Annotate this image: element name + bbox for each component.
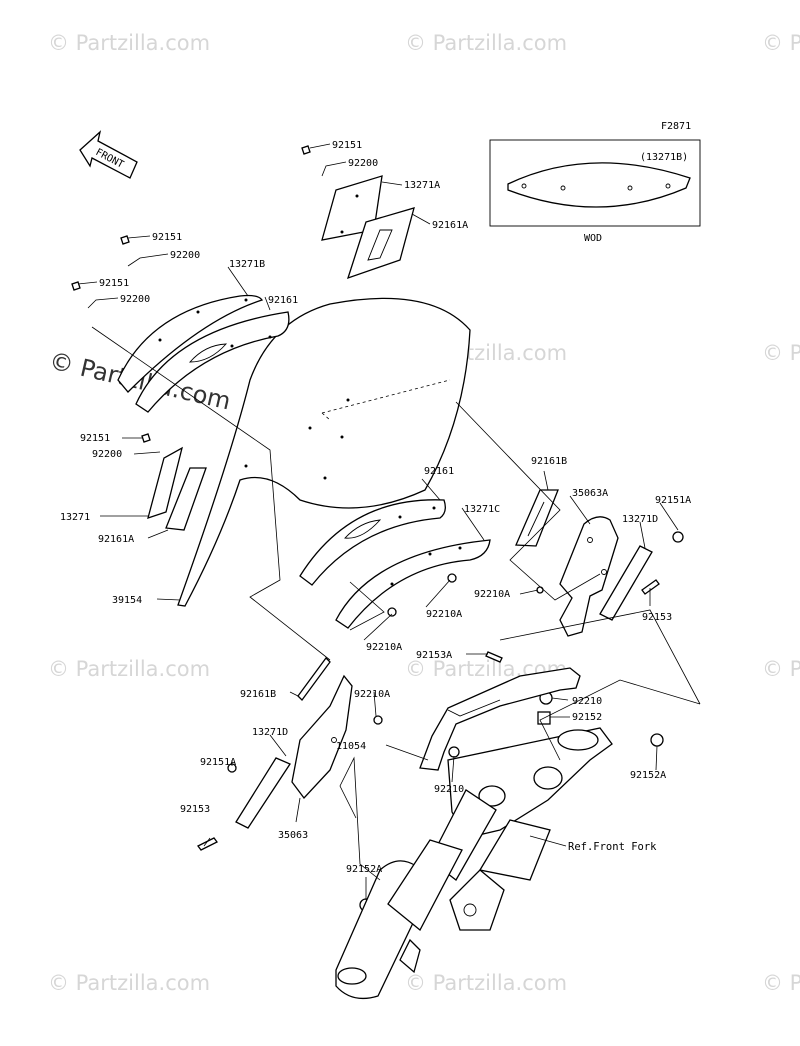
- trim-13271C: [335, 539, 491, 629]
- callout-92152: 92152: [572, 712, 602, 723]
- callout-92210A: 92210A: [354, 689, 390, 700]
- callout-92151A: 92151A: [655, 495, 691, 506]
- front-arrow-icon: FRONT: [79, 130, 138, 179]
- callout-92210A: 92210A: [366, 642, 402, 653]
- callout-13271A: 13271A: [404, 180, 440, 191]
- screw-icon: [71, 281, 81, 291]
- callout-92161B: 92161B: [240, 689, 276, 700]
- nut-icon: [373, 715, 383, 725]
- callout-92161A: 92161A: [432, 220, 468, 231]
- watermark: © Partzilla.com: [762, 971, 800, 995]
- bracket-11054: [419, 667, 581, 771]
- callout-92152A: 92152A: [630, 770, 666, 781]
- watermark: © Partzilla.com: [48, 657, 210, 681]
- watermark: © Partzilla.com: [762, 341, 800, 365]
- watermark: © Partzilla.com: [48, 31, 210, 55]
- callout-13271D: 13271D: [622, 514, 658, 525]
- variant-box: (13271B) WOD: [489, 139, 701, 244]
- callout-35063: 35063: [278, 830, 308, 841]
- watermark: © Partzilla.com: [762, 657, 800, 681]
- trim-92161B-left: [297, 657, 331, 701]
- trim-13271: [147, 446, 183, 519]
- callout-92151A: 92151A: [200, 757, 236, 768]
- callout-13271B: 13271B: [229, 259, 265, 270]
- watermark: © Partzilla.com: [405, 31, 567, 55]
- callout-92200: 92200: [120, 294, 150, 305]
- bolt-icon: [641, 579, 660, 595]
- callout-92153A: 92153A: [416, 650, 452, 661]
- callout-39154: 39154: [112, 595, 142, 606]
- callout-35063A: 35063A: [572, 488, 608, 499]
- callout-92210A: 92210A: [474, 589, 510, 600]
- variant-part: (13271B): [640, 152, 688, 163]
- trim-92161-right: [299, 499, 446, 586]
- nut-icon: [387, 607, 397, 617]
- callout-92151: 92151: [99, 278, 129, 289]
- trim-92161B: [515, 489, 559, 547]
- leaders: [77, 143, 679, 900]
- callout-13271D: 13271D: [252, 727, 288, 738]
- trim-92161: [135, 311, 290, 413]
- windshield: [177, 297, 471, 607]
- callout-92200: 92200: [348, 158, 378, 169]
- watermark: © Partzilla.com: [405, 971, 567, 995]
- callout-92151: 92151: [80, 433, 110, 444]
- screw-icon: [301, 145, 311, 155]
- reference-label: Ref.Front Fork: [568, 841, 657, 853]
- stay-13271D-left: [235, 757, 291, 829]
- callout-92210: 92210: [434, 784, 464, 795]
- screw-icon: [120, 235, 130, 245]
- callout-92210A: 92210A: [426, 609, 462, 620]
- nut-icon: [448, 746, 460, 758]
- callout-13271: 13271: [60, 512, 90, 523]
- callout-92152A: 92152A: [346, 864, 382, 875]
- trim-92161A-left: [165, 467, 207, 531]
- callout-92161: 92161: [424, 466, 454, 477]
- trim-92161A: [346, 207, 415, 280]
- callout-92151: 92151: [332, 140, 362, 151]
- bolt-icon: [197, 837, 218, 851]
- callout-92153: 92153: [180, 804, 210, 815]
- figure-code: F2871: [661, 121, 691, 132]
- screw-icon: [141, 433, 151, 443]
- front-fork: [335, 727, 613, 1000]
- watermark: © Partzilla.com: [48, 971, 210, 995]
- trim-13271B: [117, 294, 264, 393]
- variant-caption: WOD: [584, 233, 602, 244]
- assembly-lines: [91, 326, 701, 881]
- callout-92210: 92210: [572, 696, 602, 707]
- callout-11054: 11054: [336, 741, 366, 752]
- callout-92200: 92200: [92, 449, 122, 460]
- bracket-35063: [291, 674, 353, 800]
- callout-92161: 92161: [268, 295, 298, 306]
- callout-92161B: 92161B: [531, 456, 567, 467]
- callout-92200: 92200: [170, 250, 200, 261]
- nut-icon: [650, 733, 664, 747]
- screw-icon: [672, 531, 684, 543]
- callouts: 92151 92200 13271A 92161A 92151 92200 13…: [60, 140, 691, 875]
- callout-92161A: 92161A: [98, 534, 134, 545]
- bolt-icon: [485, 651, 503, 663]
- callout-92153: 92153: [642, 612, 672, 623]
- callout-13271C: 13271C: [464, 504, 500, 515]
- watermark: © Partzilla.com: [762, 31, 800, 55]
- fasteners: [71, 145, 684, 912]
- callout-92151: 92151: [152, 232, 182, 243]
